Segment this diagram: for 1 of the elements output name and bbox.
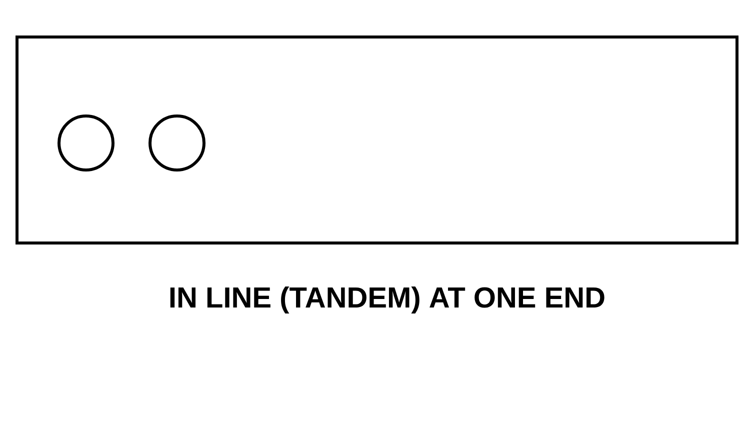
caption: IN LINE (TANDEM) AT ONE END xyxy=(170,286,604,314)
